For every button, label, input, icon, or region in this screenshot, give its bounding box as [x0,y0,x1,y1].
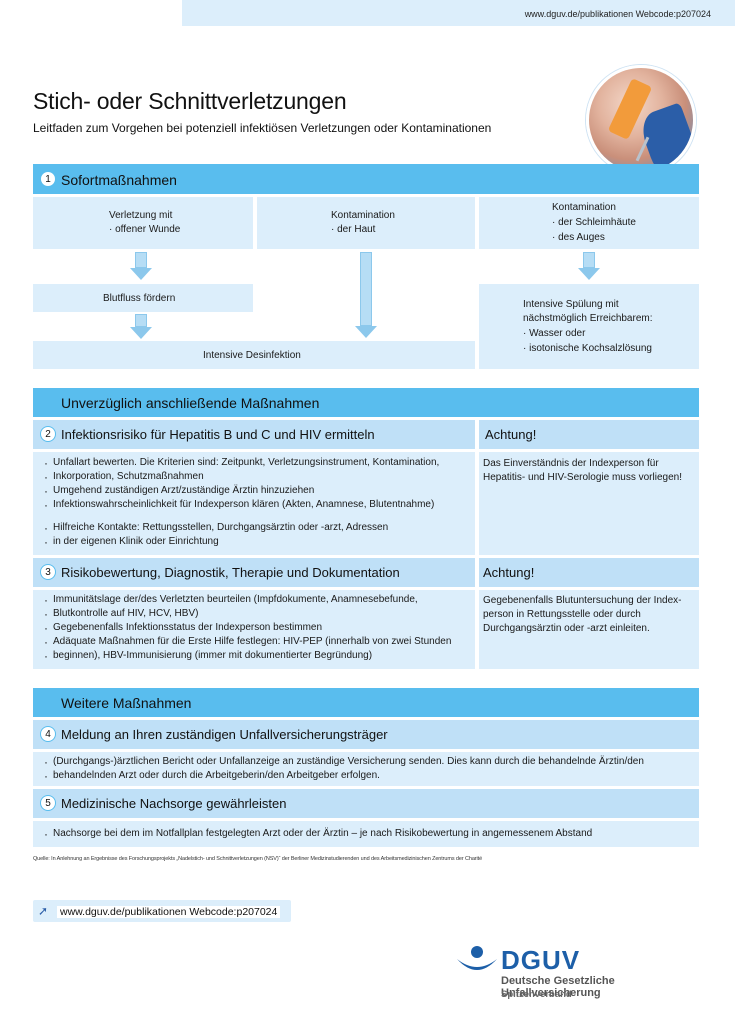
logo-sub: Spitzenverband [501,989,572,1000]
logo-word: DGUV [501,945,580,976]
section-1-number: 1 [40,171,56,187]
box-spuelung: Intensive Spülung mit nächstmöglich Erre… [479,284,699,369]
section-5-header: 5 Medizinische Nachsorge gewährleisten [33,789,699,818]
box-schleimhaeute: Kontamination · der Schleimhäute · des A… [479,197,699,249]
dguv-logo-icon [455,945,499,975]
box-desinfektion: Intensive Desinfektion [33,341,475,369]
section-2-body: Unfallart bewerten. Die Kriterien sind: … [33,452,475,555]
header-white [0,0,182,26]
section-1-label: Sofortmaßnahmen [61,172,177,188]
section-2-header: 2 Infektionsrisiko für Hepatitis B und C… [33,420,475,449]
arrow-down-icon-2 [577,252,601,280]
footer-web-link[interactable]: www.dguv.de/publikationen Webcode:p20702… [57,906,280,918]
section-1-header: 1 Sofortmaßnahmen [33,164,699,194]
arrow-down-icon-3 [129,314,153,340]
header-url[interactable]: www.dguv.de/publikationen Webcode:p20702… [525,9,711,19]
section-4-header: 4 Meldung an Ihren zuständigen Unfallver… [33,720,699,749]
arrow-down-icon [129,252,153,280]
band-unverzueglich: Unverzüglich anschließende Maßnahmen [33,388,699,417]
section-2-achtung-body: Das Einverständnis der Indexperson für H… [479,452,699,555]
header-bar: www.dguv.de/publikationen Webcode:p20702… [0,0,735,26]
band-weitere: Weitere Maßnahmen [33,688,699,717]
section-3-body: Immunitätslage der/des Verletzten beurte… [33,590,475,669]
section-5-body: Nachsorge bei dem im Notfallplan festgel… [33,821,699,847]
cursor-click-icon: ➚ [38,904,48,918]
section-3-header: 3 Risikobewertung, Diagnostik, Therapie … [33,558,475,587]
box-haut: Kontamination · der Haut [257,197,475,249]
section-3-right-body: Gegebenenfalls Blutuntersuchung der Inde… [479,590,699,669]
arrow-down-long-icon [354,252,378,340]
page-title: Stich- oder Schnittverletzungen [33,88,346,115]
section-2-achtung: Achtung! [479,420,699,449]
box-blutfluss: Blutfluss fördern [33,284,253,312]
page-subtitle: Leitfaden zum Vorgehen bei potenziell in… [33,121,491,135]
hero-image-syringe [586,65,696,175]
section-4-body: (Durchgangs-)ärztlichen Bericht oder Unf… [33,752,699,786]
footer-web-box[interactable]: ➚ www.dguv.de/publikationen Webcode:p207… [33,900,291,922]
source-note: Quelle: In Anlehnung an Ergebnisse des F… [33,856,482,862]
dguv-logo: DGUV Deutsche Gesetzliche Unfallversiche… [455,945,705,1005]
box-offene-wunde: Verletzung mit · offener Wunde [33,197,253,249]
section-3-achtung: Achtung! [479,558,699,587]
